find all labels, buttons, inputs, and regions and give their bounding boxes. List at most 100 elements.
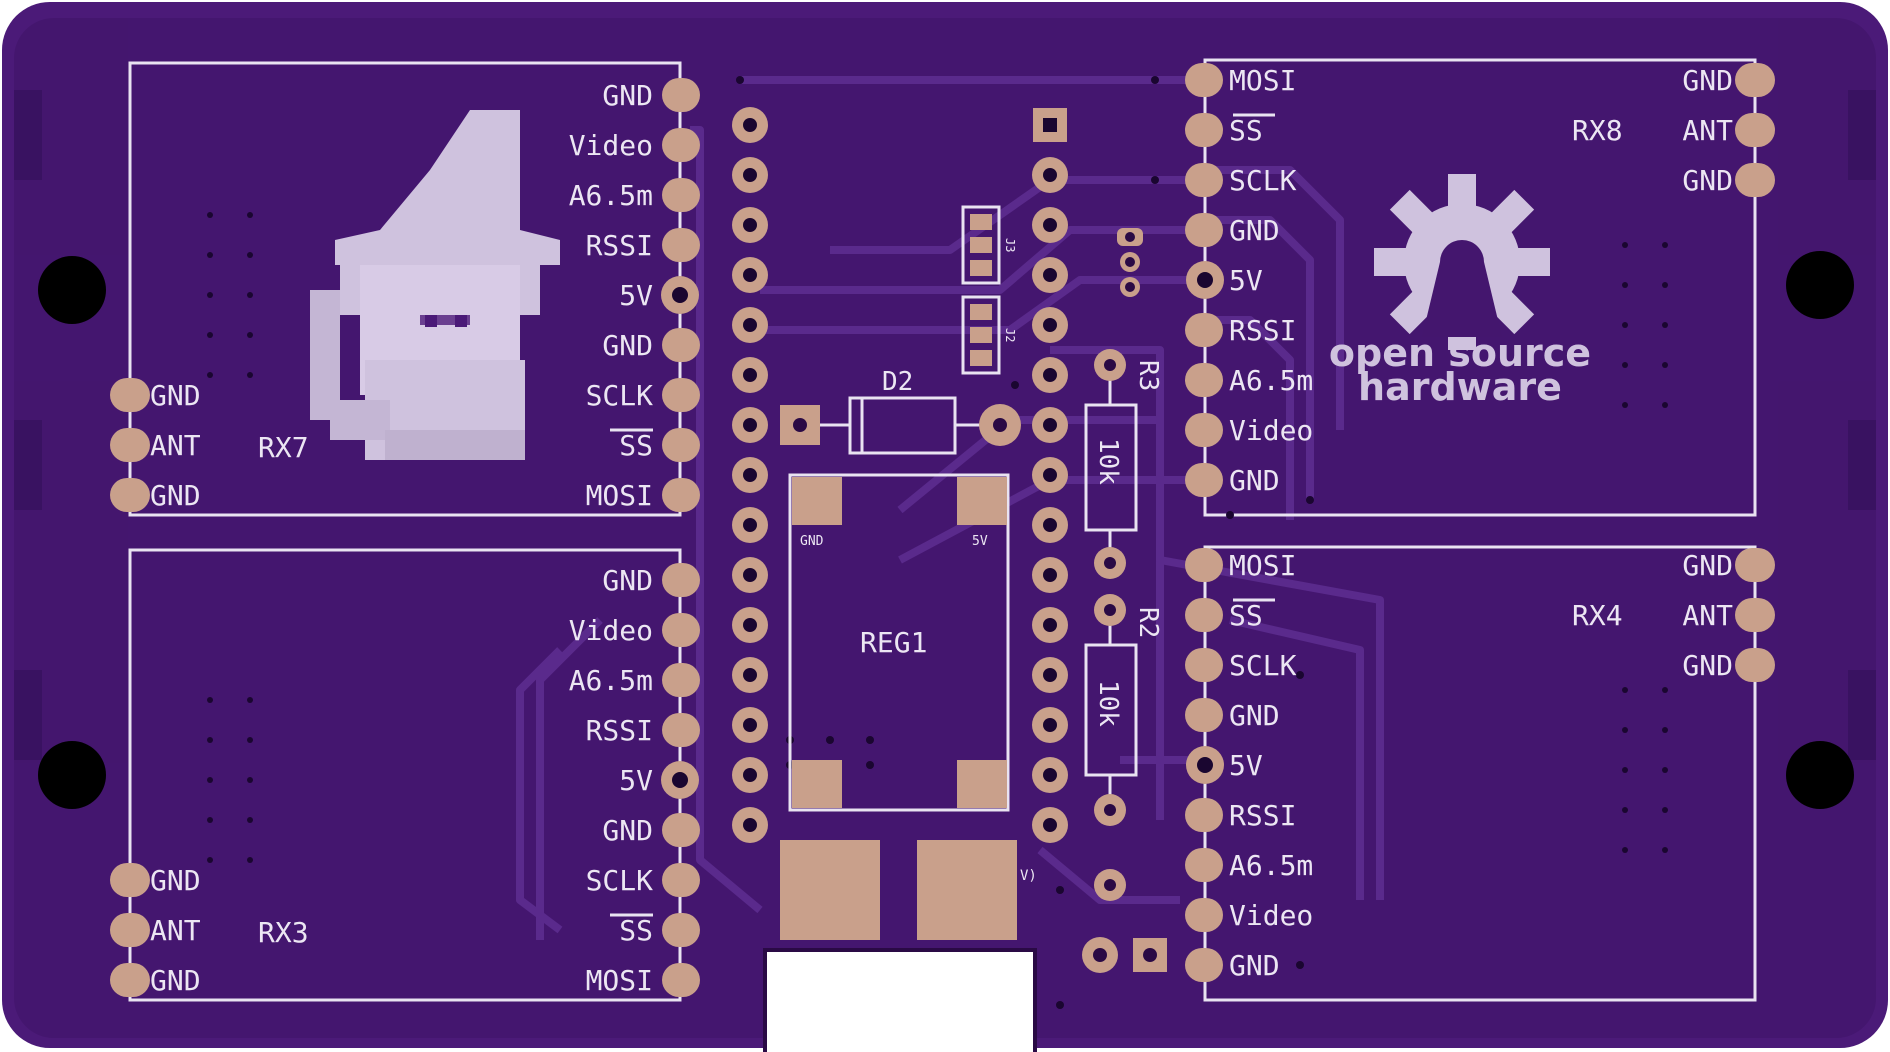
pin-label: RSSI [586, 229, 653, 262]
r3-value: 10k [1093, 438, 1123, 485]
pin-label: GND [602, 329, 653, 362]
via [1662, 282, 1668, 288]
reg1-label: REG1 [860, 626, 927, 659]
via [207, 292, 213, 298]
pad-hole [1043, 818, 1057, 832]
pin-label: 5V [619, 764, 653, 797]
pad-hole [1197, 757, 1213, 773]
via [1296, 961, 1304, 969]
pin-pad [1185, 313, 1223, 347]
via [247, 737, 253, 743]
pad-hole [1197, 272, 1213, 288]
via [1622, 322, 1628, 328]
via [826, 736, 834, 744]
pin-pad [1185, 63, 1223, 97]
via [1622, 727, 1628, 733]
via [207, 777, 213, 783]
pin-label: MOSI [1229, 64, 1296, 97]
pin-label: ANT [1682, 114, 1733, 147]
pad-hole [1043, 468, 1057, 482]
pin-label: RSSI [1229, 799, 1296, 832]
module-name-rx4: RX4 [1572, 599, 1623, 632]
via [1622, 687, 1628, 693]
pin-label: 5V [619, 279, 653, 312]
resistor-r2: R2 10k [1084, 594, 1163, 826]
via [1622, 402, 1628, 408]
pin-label: ANT [1682, 599, 1733, 632]
pin-pad [662, 813, 700, 847]
pin-label: A6.5m [569, 664, 653, 697]
pad-hole [1043, 268, 1057, 282]
via [1662, 687, 1668, 693]
pin-pad [662, 378, 700, 412]
via [247, 817, 253, 823]
via [1662, 242, 1668, 248]
gear-icon [1374, 174, 1550, 350]
pad-hole [743, 718, 757, 732]
via [1151, 176, 1159, 184]
pin-label: GND [602, 79, 653, 112]
via [1662, 322, 1668, 328]
pin-pad [1735, 63, 1775, 97]
pad-hole [743, 618, 757, 632]
module-rx3: GNDVideoA6.5mRSSI5VGNDSCLKSSMOSIGNDANTGN… [110, 563, 700, 997]
via [1296, 671, 1304, 679]
pin-label: GND [150, 964, 201, 997]
pad-hole [1043, 168, 1057, 182]
pin-pad [110, 478, 150, 512]
osh-text-line1: open source [1329, 331, 1591, 375]
mcu-header [732, 107, 1068, 843]
pin-pad [1185, 598, 1223, 632]
via [1662, 847, 1668, 853]
pin-pad [662, 913, 700, 947]
via [1662, 402, 1668, 408]
module-rx4: MOSISSSCLKGND5VRSSIA6.5mVideoGNDGNDANTGN… [1185, 548, 1775, 982]
via [1622, 847, 1628, 853]
pin-label: ANT [150, 429, 201, 462]
pin-pad [110, 913, 150, 947]
resistor-r3: R3 10k [1084, 349, 1163, 579]
module-rx8: MOSISSSCLKGND5VRSSIA6.5mVideoGNDGNDANTGN… [1185, 63, 1775, 497]
via [207, 697, 213, 703]
pin-label: ANT [150, 914, 201, 947]
pad-hole [1043, 668, 1057, 682]
pin-label: MOSI [586, 964, 653, 997]
via [1011, 381, 1019, 389]
pin-pad [1185, 413, 1223, 447]
via [1056, 886, 1064, 894]
pad-hole [743, 218, 757, 232]
pin-label: A6.5m [569, 179, 653, 212]
via [1662, 362, 1668, 368]
partial-label: V) [1020, 868, 1037, 884]
pin-pad [110, 378, 150, 412]
module-name-rx8: RX8 [1572, 114, 1623, 147]
pin-label: Video [569, 614, 653, 647]
pin-pad [1185, 698, 1223, 732]
pad-hole [672, 287, 688, 303]
via [207, 252, 213, 258]
pad-hole [743, 668, 757, 682]
pad-hole [1043, 718, 1057, 732]
pin-label: GND [1682, 549, 1733, 582]
pin-pad [110, 863, 150, 897]
pad-hole [743, 568, 757, 582]
pin-label: SCLK [1229, 649, 1297, 682]
via [247, 212, 253, 218]
pad-hole [1043, 618, 1057, 632]
via [247, 697, 253, 703]
pin-pad [662, 178, 700, 212]
reg1-5v-label: 5V [972, 534, 988, 549]
jumper-j3: J3 [961, 205, 1017, 285]
via [1306, 496, 1314, 504]
pad-hole [1043, 368, 1057, 382]
pin-pad [1185, 548, 1223, 582]
pin-pad [1185, 163, 1223, 197]
via [1622, 807, 1628, 813]
pad-hole [1043, 218, 1057, 232]
via [207, 737, 213, 743]
via [1622, 767, 1628, 773]
pad-hole [1043, 768, 1057, 782]
via [247, 292, 253, 298]
via [1662, 767, 1668, 773]
pin-label: SS [1229, 114, 1263, 147]
